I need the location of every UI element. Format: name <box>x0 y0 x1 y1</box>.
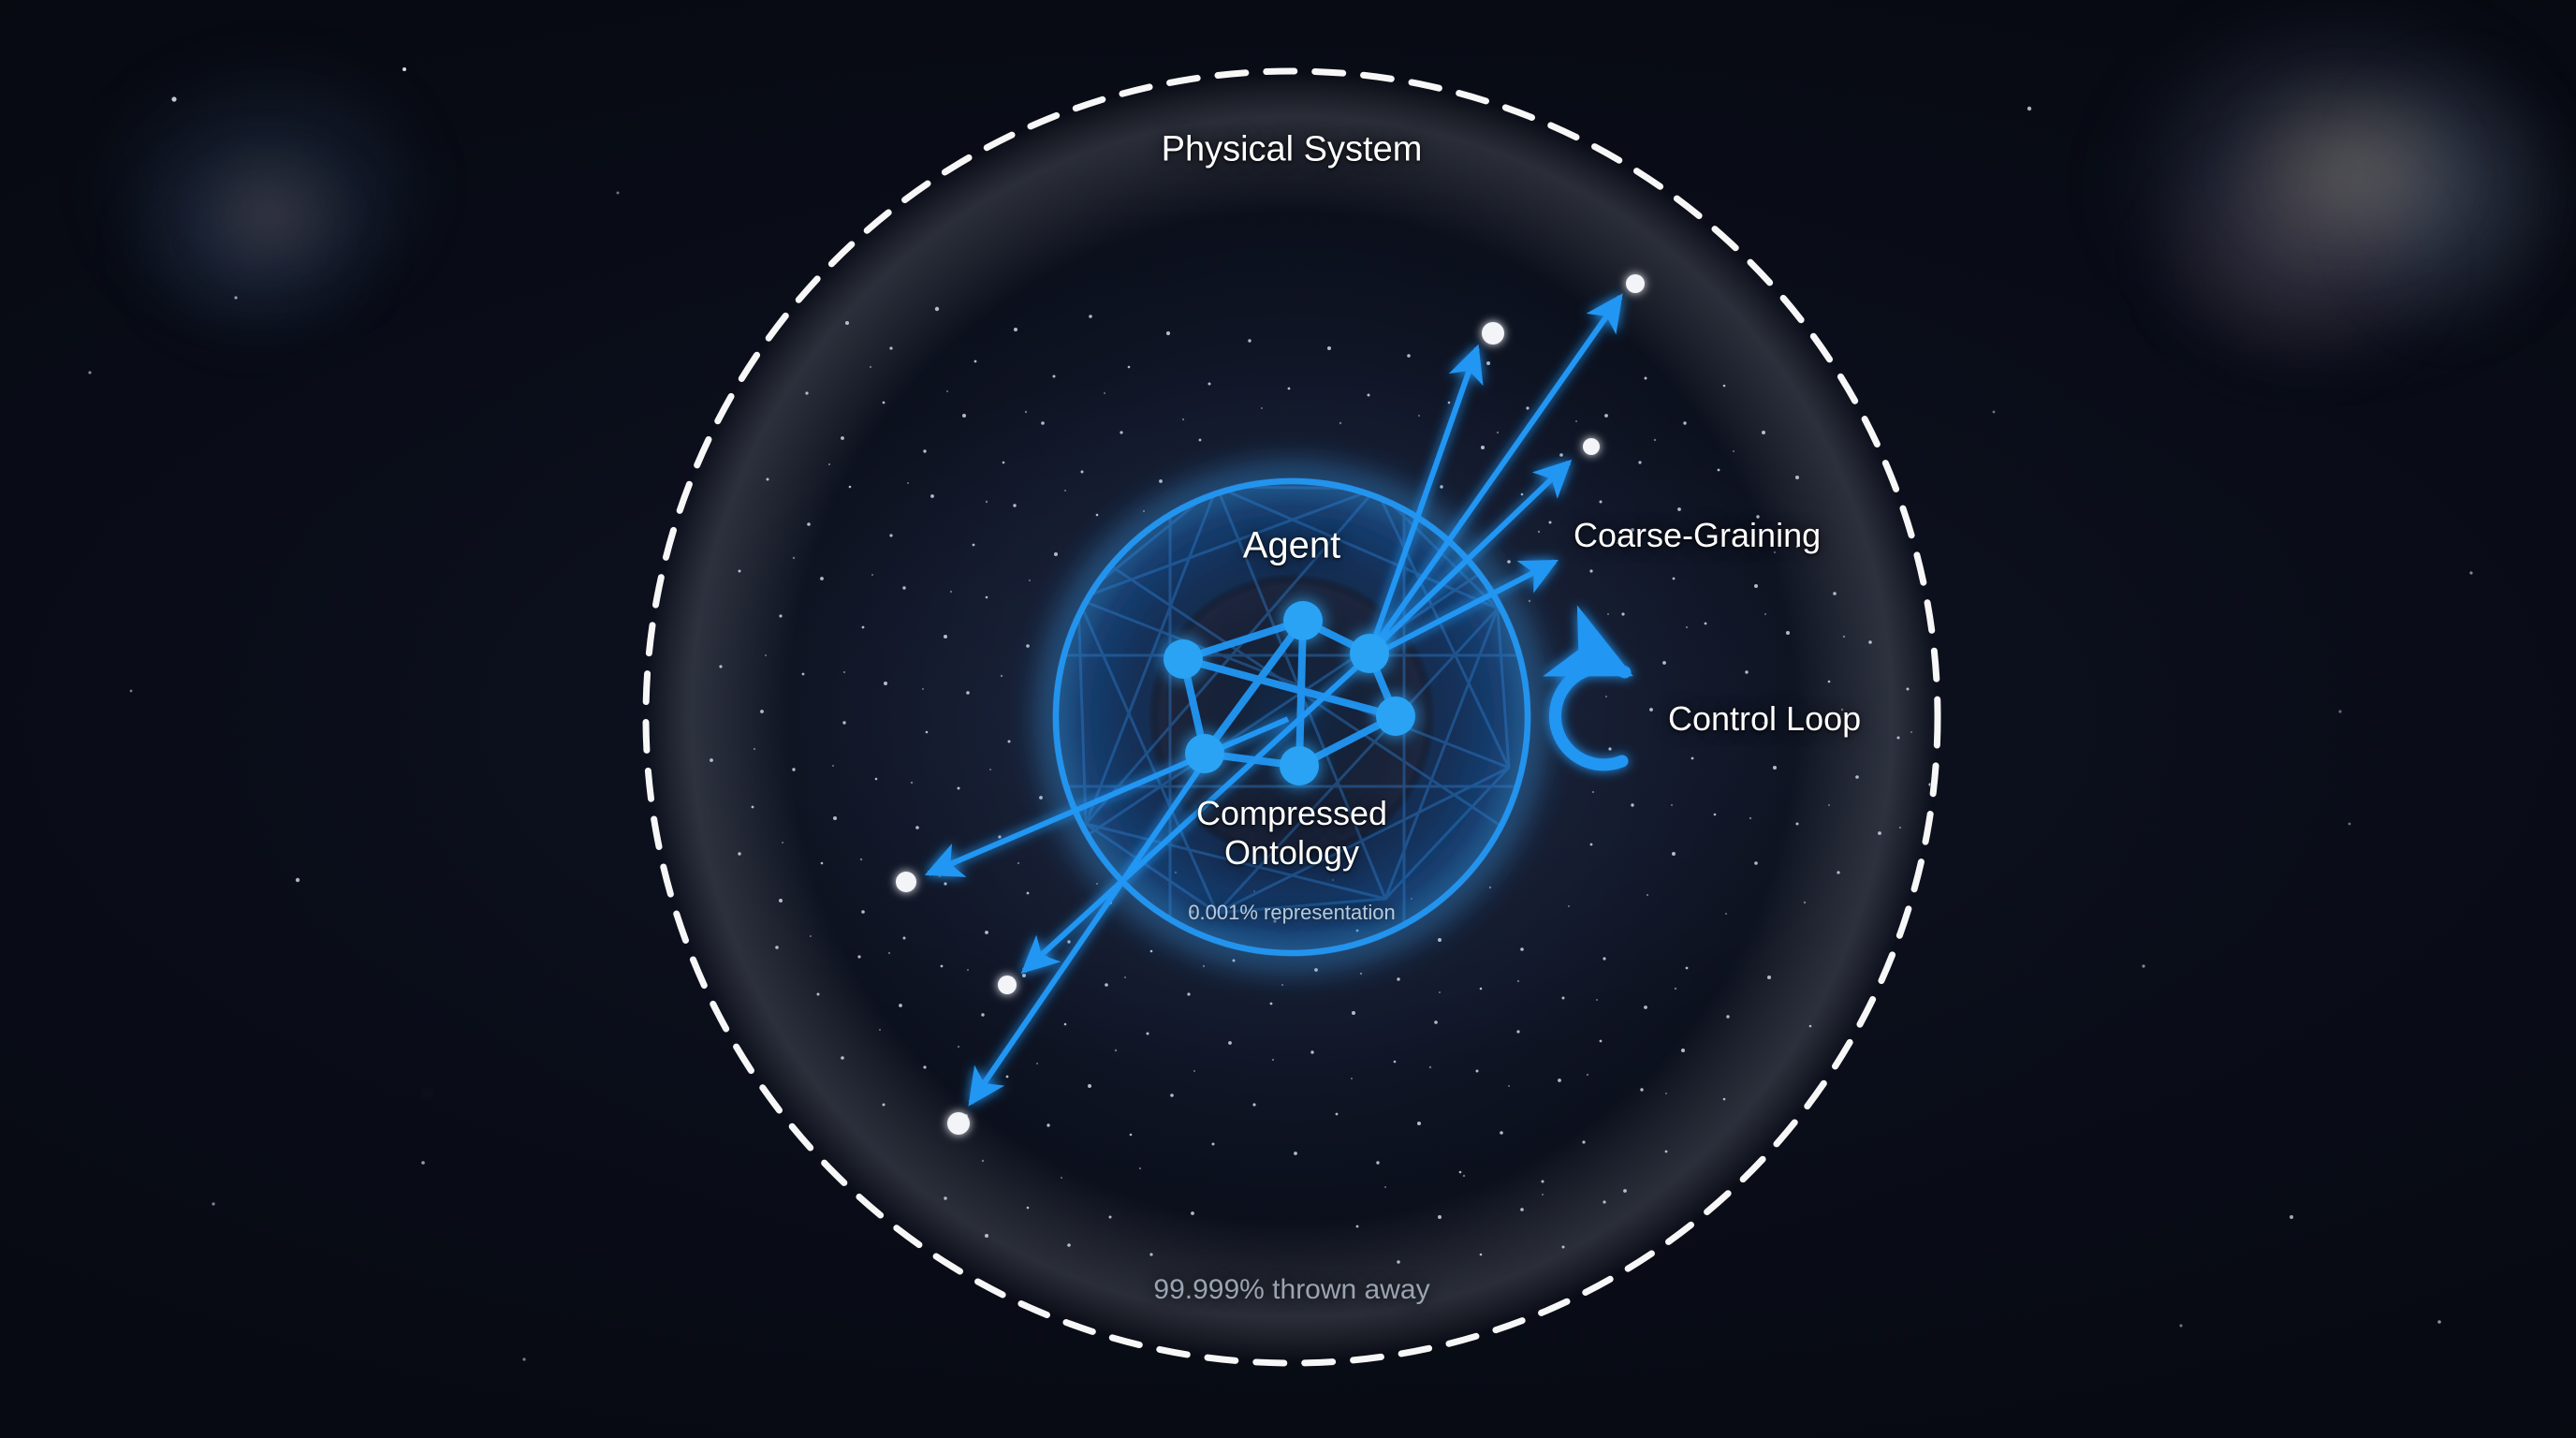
coarse-graining-arrow-3 <box>1367 459 1573 656</box>
coarse-graining-arrow-4 <box>1360 559 1559 664</box>
compressed-ontology-line-1: Compressed <box>1195 793 1388 832</box>
thrown-away-arrows[interactable] <box>924 653 1372 1107</box>
control-loop-arrow[interactable] <box>1543 605 1633 771</box>
discarded-state-dots[interactable] <box>896 274 1645 1135</box>
control-loop-label: Control Loop <box>1668 699 1862 738</box>
thrown-away-arrow-1 <box>924 716 1290 877</box>
discarded-dot-5 <box>998 976 1017 994</box>
starfield-sparse <box>88 67 2473 1361</box>
agent-node-1 <box>1283 601 1323 640</box>
physical-system-boundary[interactable] <box>642 67 1941 1367</box>
thrown-away-arrow-2 <box>1020 653 1372 975</box>
coarse-graining-arrows[interactable] <box>1360 293 1623 664</box>
edge-n1-n5 <box>1201 617 1307 757</box>
thrown-away-note: 99.999% thrown away <box>1153 1274 1430 1305</box>
agent-node-3 <box>1350 634 1389 673</box>
physical-system-label: Physical System <box>1161 129 1423 169</box>
coarse-graining-arrow-2 <box>1367 293 1623 655</box>
agent-node-5 <box>1185 734 1224 773</box>
discarded-dot-4 <box>896 872 916 892</box>
discarded-dot-3 <box>1583 438 1600 455</box>
representation-note: 0.001% representation <box>1188 901 1396 924</box>
compressed-ontology-line-2: Ontology <box>1223 833 1360 872</box>
edge-n1-n2 <box>1179 617 1307 663</box>
coarse-graining-arrow-1 <box>1367 344 1484 654</box>
agent-node-2 <box>1164 639 1203 679</box>
discarded-dot-2 <box>1626 274 1645 293</box>
agent-ring-glow <box>1049 475 1534 960</box>
thrown-away-arrow-3 <box>968 753 1212 1107</box>
agent-network-nodes[interactable] <box>1164 601 1415 785</box>
agent-label: Agent <box>1242 524 1341 566</box>
agent-node-6 <box>1280 746 1319 785</box>
agent-node-4 <box>1376 697 1415 736</box>
discarded-dot-6 <box>947 1112 970 1135</box>
compressed-ontology-label: Compressed Ontology <box>1196 794 1387 873</box>
coarse-graining-label: Coarse-Graining <box>1573 516 1822 554</box>
discarded-dot-1 <box>1482 322 1504 345</box>
edge-n2-n4 <box>1179 655 1399 720</box>
